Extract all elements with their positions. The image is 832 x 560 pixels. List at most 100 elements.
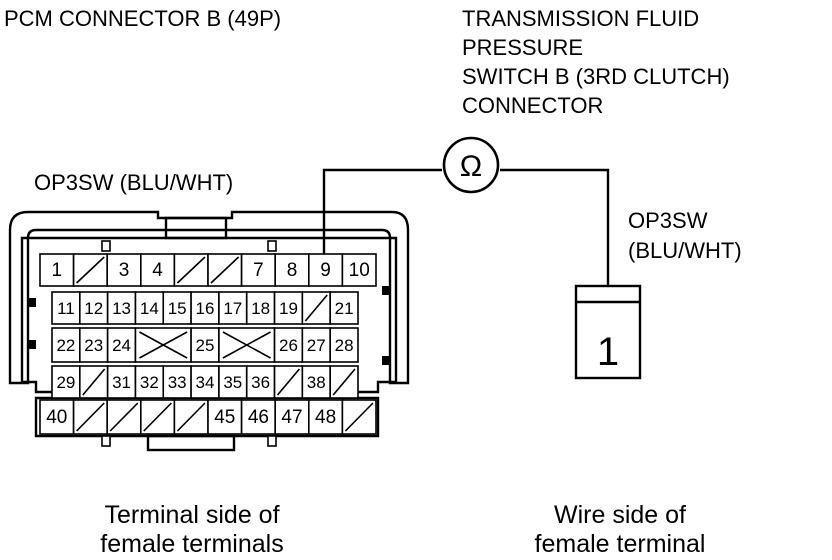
pin-number-16: 16 bbox=[196, 299, 215, 318]
blank-pin-slash bbox=[176, 402, 206, 432]
pin-number-34: 34 bbox=[196, 373, 215, 392]
pin-number-12: 12 bbox=[84, 299, 103, 318]
pcm-bottom-key bbox=[146, 434, 236, 452]
blank-pin-slash bbox=[276, 368, 300, 396]
pin-cell bbox=[79, 327, 109, 363]
pin-number-45: 45 bbox=[214, 407, 235, 428]
pin-cell bbox=[218, 365, 248, 399]
pin-number-32: 32 bbox=[140, 373, 159, 392]
pin-number-35: 35 bbox=[223, 373, 242, 392]
pin-cell bbox=[240, 399, 277, 435]
pin-number-3: 3 bbox=[119, 260, 130, 281]
pin-number-46: 46 bbox=[248, 407, 269, 428]
ohmmeter-icon bbox=[442, 136, 500, 194]
pin-cell bbox=[134, 365, 165, 399]
pin-number-31: 31 bbox=[112, 373, 131, 392]
pin-number-8: 8 bbox=[287, 260, 298, 281]
switch-terminal-1: 1 bbox=[597, 330, 619, 374]
pin-cell bbox=[162, 291, 192, 325]
blank-pin-slash bbox=[210, 256, 240, 284]
pin-cell bbox=[273, 291, 304, 325]
pin-number-17: 17 bbox=[223, 299, 242, 318]
pin-cell bbox=[140, 253, 176, 287]
blank-pin-slash bbox=[76, 256, 105, 284]
pin-number-38: 38 bbox=[307, 373, 326, 392]
pin-number-1: 1 bbox=[52, 260, 63, 281]
pin-number-25: 25 bbox=[196, 336, 215, 355]
pin-number-11: 11 bbox=[57, 299, 75, 318]
pcm-latch bbox=[164, 216, 228, 240]
blank-pin-cross bbox=[222, 331, 271, 359]
switch-title-line2: PRESSURE bbox=[462, 35, 583, 60]
blank-pin-slash bbox=[109, 402, 139, 432]
probe-wire-left bbox=[322, 168, 442, 258]
pin-number-10: 10 bbox=[349, 260, 370, 281]
pin-number-33: 33 bbox=[168, 373, 187, 392]
locator-mark bbox=[101, 240, 111, 252]
pin-cell bbox=[39, 253, 75, 287]
pin-number-18: 18 bbox=[251, 299, 270, 318]
blank-pin-slash bbox=[176, 256, 206, 284]
locator-dot bbox=[382, 286, 389, 295]
pin-number-13: 13 bbox=[112, 299, 131, 318]
locator-dot bbox=[382, 356, 389, 365]
pin-cell bbox=[190, 291, 220, 325]
pin-number-27: 27 bbox=[307, 336, 326, 355]
switch-connector-body bbox=[574, 284, 642, 380]
blank-pin-slash bbox=[344, 402, 374, 432]
pin-cell bbox=[329, 291, 359, 325]
blank-pin-slash bbox=[304, 294, 328, 322]
pin-number-15: 15 bbox=[168, 299, 187, 318]
pin-cell bbox=[190, 327, 220, 363]
switch-title-line3: SWITCH B (3RD CLUTCH) bbox=[462, 64, 730, 89]
pin-number-48: 48 bbox=[315, 407, 336, 428]
caption-right-line2: female terminal bbox=[535, 530, 706, 558]
ohm-symbol: Ω bbox=[460, 150, 482, 183]
pin-cell bbox=[245, 291, 276, 325]
pin-cell bbox=[79, 291, 109, 325]
pin-number-9: 9 bbox=[320, 260, 331, 281]
caption-left-line1: Terminal side of bbox=[104, 501, 279, 529]
pcm-wire-label: OP3SW (BLU/WHT) bbox=[34, 170, 233, 195]
pin-number-36: 36 bbox=[251, 373, 270, 392]
caption-left-line2: female terminals bbox=[100, 530, 283, 558]
pin-cell bbox=[51, 327, 81, 363]
pin-cell bbox=[329, 327, 359, 363]
pin-number-23: 23 bbox=[84, 336, 103, 355]
pin-cell bbox=[190, 365, 220, 399]
switch-wire-label-line2: (BLU/WHT) bbox=[628, 238, 742, 263]
locator-dot bbox=[29, 340, 36, 349]
pin-number-24: 24 bbox=[112, 336, 131, 355]
pin-cell bbox=[51, 365, 81, 399]
pin-number-22: 22 bbox=[56, 336, 75, 355]
locator-dot bbox=[29, 298, 36, 307]
pcm-connector-title: PCM CONNECTOR B (49P) bbox=[4, 6, 281, 31]
pin-cell bbox=[39, 399, 75, 435]
pcm-housing-outer bbox=[8, 210, 410, 385]
pin-number-19: 19 bbox=[279, 299, 298, 318]
pin-number-14: 14 bbox=[140, 299, 159, 318]
pin-cell bbox=[341, 253, 377, 287]
caption-right-line1: Wire side of bbox=[554, 501, 686, 529]
pin-number-40: 40 bbox=[46, 407, 67, 428]
blank-pin-slash bbox=[76, 402, 105, 432]
locator-mark bbox=[267, 240, 277, 252]
pin-cell bbox=[273, 327, 304, 363]
probe-wire-right bbox=[500, 168, 610, 286]
pin-number-4: 4 bbox=[152, 260, 163, 281]
blank-pin-slash bbox=[332, 368, 356, 396]
pin-number-26: 26 bbox=[279, 336, 298, 355]
pin-cell bbox=[245, 365, 276, 399]
pin-cell bbox=[106, 291, 137, 325]
pin-number-47: 47 bbox=[281, 407, 302, 428]
switch-title-line1: TRANSMISSION FLUID bbox=[462, 6, 699, 31]
pin-number-28: 28 bbox=[335, 336, 354, 355]
pin-cell bbox=[106, 365, 137, 399]
pin-cell bbox=[274, 399, 310, 435]
pcm-housing-inner bbox=[20, 236, 398, 394]
pin-number-7: 7 bbox=[253, 260, 264, 281]
pin-number-21: 21 bbox=[335, 299, 354, 318]
pin-cell bbox=[106, 327, 137, 363]
